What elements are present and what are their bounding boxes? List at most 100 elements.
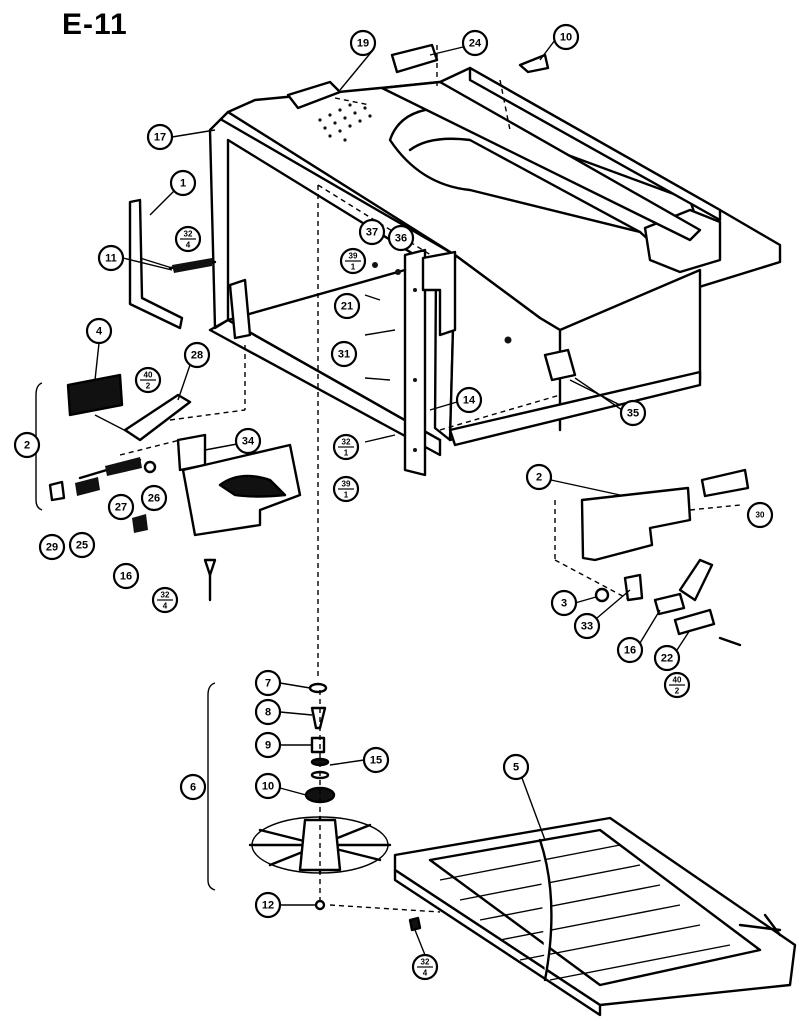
microswitch-16 [653,592,686,616]
latch-assembly [35,345,302,602]
spring-25 [75,477,100,496]
callout-number: 8 [265,707,271,719]
fastener-code: 32 [161,591,170,600]
side-trim-1 [128,198,184,330]
left-side-parts [128,198,252,340]
microswitch-22 [673,608,716,636]
fastener-qty: 1 [351,263,356,272]
part-callout-22: 22 [653,644,681,672]
fastener-callout: 324 [174,225,202,253]
fastener-callout: 391 [339,247,367,275]
part-callout-36: 36 [387,224,415,252]
callout-number: 34 [242,436,255,448]
part-callout-37: 37 [358,218,386,246]
part-callout-29: 29 [38,533,66,561]
part-callout-10: 10 [552,23,580,51]
callout-number: 1 [180,178,186,190]
part-callout-19: 19 [349,29,377,57]
part-callout-15: 15 [362,746,390,774]
callout-number: 19 [357,38,369,50]
part-callout-12: 12 [254,891,282,919]
part-callout-3: 3 [550,589,578,617]
callout-number: 26 [148,493,160,505]
shaft-8 [310,706,327,730]
part-callout-2: 2 [13,431,41,459]
part-callout-24: 24 [461,29,489,57]
diagram-title: E-11 [62,8,128,41]
fastener-code: 32 [421,958,430,967]
switch-assembly [554,468,765,647]
callout-number: 28 [191,350,203,362]
bracket-16 [132,514,148,533]
part-callout-16: 16 [112,562,140,590]
callout-number: 16 [624,645,636,657]
callout-number: 2 [24,440,30,452]
part-callout-2: 2 [525,463,553,491]
callout-number: 2 [536,472,542,484]
part-callout-28: 28 [183,341,211,369]
part-callout-14: 14 [455,386,483,414]
fastener-code: 32 [342,438,351,447]
callout-number: 17 [154,132,166,144]
top-switch-19 [286,80,342,110]
fastener-code: 32 [184,230,193,239]
callout-number: 33 [581,621,593,633]
callout-number: 5 [513,762,519,774]
washer-7 [308,682,328,694]
callout-number: 36 [395,233,407,245]
part-callout-9: 9 [254,731,282,759]
fastener-qty: 1 [344,491,349,500]
callout-number: 6 [190,782,196,794]
fastener-callout: 324 [151,586,179,614]
vent-holes [318,103,372,142]
part-callout-34: 34 [234,427,262,455]
callout-number: 35 [627,408,639,420]
part-callout-5: 5 [502,753,530,781]
callout-number: 16 [120,571,132,583]
fastener-qty: 2 [675,687,680,696]
spring-11 [172,258,212,273]
callout-number: 11 [105,253,117,265]
part-callout-4: 4 [85,317,113,345]
part-callout-11: 11 [97,244,125,272]
top-switch-24 [390,43,439,74]
fastener-callout: 402 [663,671,691,699]
callout-number: 29 [46,542,58,554]
part-callout-8: 8 [254,698,282,726]
fastener-code: 30 [756,511,765,520]
part-callout-33: 33 [573,612,601,640]
callout-number: 9 [265,740,271,752]
callout-number: 12 [262,900,274,912]
fastener-code: 39 [349,252,358,261]
callout-number: 31 [338,349,350,361]
plate-4 [66,373,124,417]
bottom-plate-5 [393,816,797,1017]
callout-number: 4 [96,326,103,338]
connector-35 [543,348,577,382]
fastener-qty: 1 [344,449,349,458]
callout-number: 24 [469,38,482,50]
mount-bracket [403,248,427,477]
actuator-3 [594,587,610,603]
callout-number: 7 [265,678,271,690]
bushing-9 [310,736,326,754]
part-callout-26: 26 [140,484,168,512]
fastener-callout: 402 [134,366,162,394]
clip-10 [518,53,550,74]
fastener-qty: 4 [163,602,168,611]
fastener-qty: 4 [186,241,191,250]
fastener-callout: 391 [332,475,360,503]
group-bracket-6 [207,682,216,891]
fastener-qty: 2 [146,382,151,391]
nut-12 [314,899,326,911]
part-callout-21: 21 [333,292,361,320]
fastener-qty: 4 [423,969,428,978]
part-callout-35: 35 [619,399,647,427]
callout-number: 37 [366,227,378,239]
fastener-code: 39 [342,480,351,489]
part-callout-27: 27 [107,493,135,521]
fastener-code: 40 [144,371,153,380]
fastener-callout: 30 [746,501,774,529]
